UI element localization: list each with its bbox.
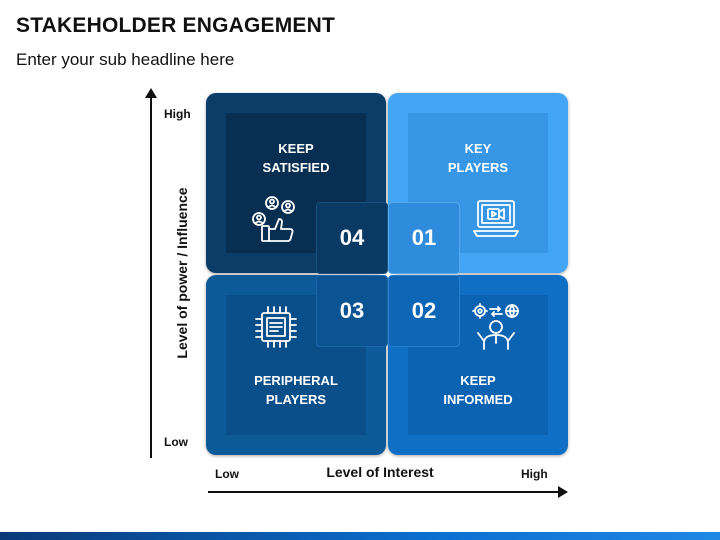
quadrant-label-line1: KEEP <box>460 373 496 388</box>
quadrant-number-03: 03 <box>316 275 388 347</box>
y-axis-low-label: Low <box>164 435 188 449</box>
processor-chip-icon <box>255 306 297 348</box>
quadrant-number-04: 04 <box>316 202 388 274</box>
page-subtitle: Enter your sub headline here <box>16 50 235 69</box>
y-axis-line <box>150 94 152 458</box>
quadrant-label-line2: INFORMED <box>443 392 513 407</box>
quadrant-keep-satisfied: KEEP SATISFIED <box>206 93 386 273</box>
x-axis-title: Level of Interest <box>326 464 434 480</box>
quadrant-number-01: 01 <box>388 202 460 274</box>
x-axis-low-label: Low <box>215 467 239 481</box>
quadrant-label-line1: PERIPHERAL <box>254 373 338 388</box>
footer-accent-bar <box>0 532 720 540</box>
y-axis-arrow <box>145 88 157 98</box>
quadrant-label: KEEP INFORMED <box>408 371 548 409</box>
people-thumbs-up-icon <box>252 196 295 242</box>
quadrant-label: KEEP SATISFIED <box>226 139 366 177</box>
quadrant-label: KEY PLAYERS <box>408 139 548 177</box>
quadrant-label-line2: PLAYERS <box>447 160 509 175</box>
page-title: STAKEHOLDER ENGAGEMENT <box>16 14 336 37</box>
x-axis-high-label: High <box>521 467 548 481</box>
quadrant-label-line2: PLAYERS <box>265 392 327 407</box>
y-axis-high-label: High <box>164 107 191 121</box>
quadrant-label-line1: KEEP <box>278 141 314 156</box>
quadrant-label-line2: SATISFIED <box>262 160 330 175</box>
laptop-video-icon <box>473 200 519 237</box>
quadrant-label-line1: KEY <box>464 141 492 156</box>
y-axis-title: Level of power / Influence <box>174 187 190 359</box>
person-gear-globe-icon <box>472 303 519 350</box>
quadrant-label: PERIPHERAL PLAYERS <box>226 371 366 409</box>
quadrant-number-02: 02 <box>388 275 460 347</box>
x-axis-line <box>208 491 560 493</box>
x-axis-arrow <box>558 486 568 498</box>
